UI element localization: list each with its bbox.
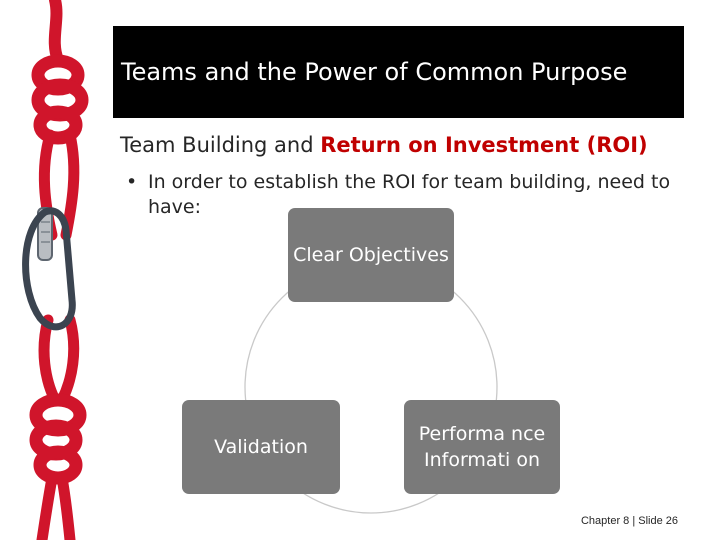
bullet-marker: • [126,171,138,193]
cycle-node-validation: Validation [182,400,340,494]
slide-subtitle: Team Building and Return on Investment (… [120,133,648,157]
slide-footer: Chapter 8 | Slide 26 [580,515,678,527]
slide-title: Teams and the Power of Common Purpose [113,26,684,118]
cycle-node-label: Validation [214,435,308,458]
cycle-node-label: Performa nce Informati on [418,423,546,471]
cycle-node-label: Clear Objectives [293,243,449,266]
slide-title-text: Teams and the Power of Common Purpose [121,58,628,86]
bullet-text: In order to establish the ROI for team b… [148,171,671,218]
subtitle-accent-text: Return on Investment (ROI) [320,133,648,157]
subtitle-plain-text: Team Building and [120,133,321,157]
cycle-node-performance-information: Performa nce Informati on [404,400,560,494]
cycle-node-clear-objectives: Clear Objectives [288,208,454,302]
rope-carabiner-image [22,0,89,540]
